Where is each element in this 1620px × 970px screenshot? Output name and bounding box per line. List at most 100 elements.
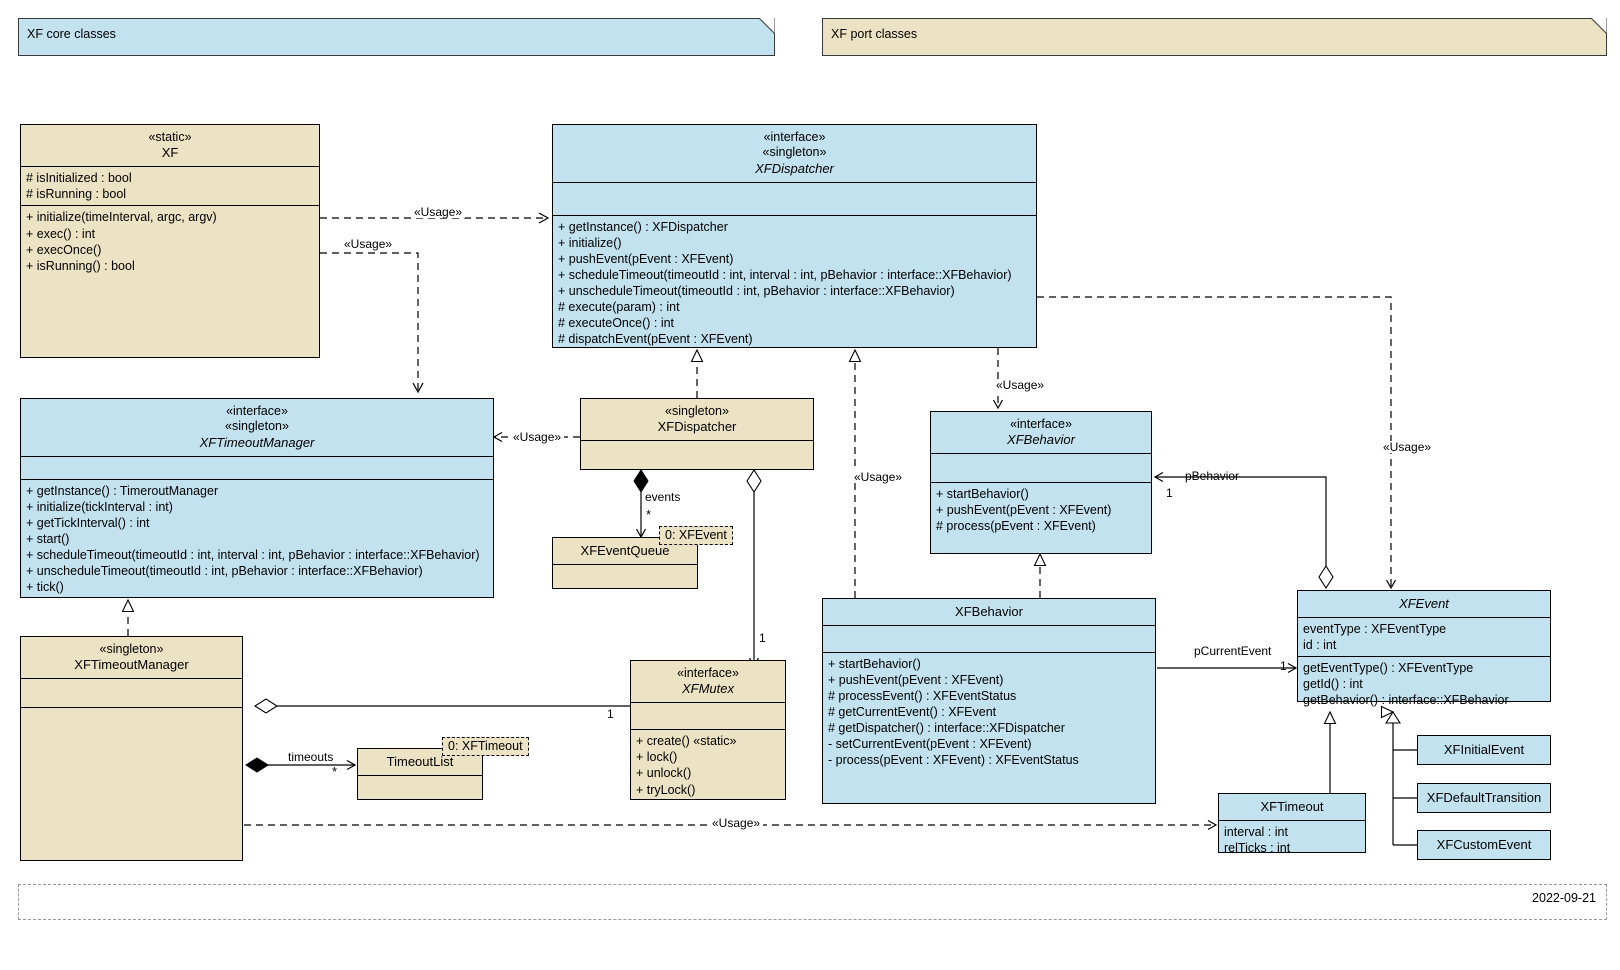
operation: - process(pEvent : XFEvent) : XFEventSta…	[828, 753, 1079, 768]
operation: getId() : int	[1303, 677, 1363, 692]
class-name: XFTimeout	[1260, 799, 1324, 814]
operation: # getCurrentEvent() : XFEvent	[828, 705, 997, 720]
operation: + unscheduleTimeout(timeoutId : int, pBe…	[26, 564, 423, 579]
class-xfcustomevent[interactable]: XFCustomEvent	[1417, 830, 1551, 860]
stereotype-singleton: «singleton»	[225, 419, 289, 434]
class-xfdispatcher-impl[interactable]: «singleton» XFDispatcher	[580, 398, 814, 470]
stereotype: «interface»	[1010, 417, 1072, 431]
class-header: XFEventQueue	[553, 538, 697, 564]
class-xftimeout[interactable]: XFTimeout interval : int relTicks : int	[1218, 793, 1366, 855]
operation: # processEvent() : XFEventStatus	[828, 689, 1017, 704]
class-xfdispatcher-interface[interactable]: «interface» «singleton» XFDispatcher + g…	[552, 124, 1037, 348]
stereotype: «interface»	[226, 404, 288, 418]
class-name: XFDefaultTransition	[1426, 790, 1542, 805]
operation: + startBehavior()	[936, 487, 1029, 502]
stereotype: «singleton»	[665, 404, 729, 418]
package-label-core: XF core classes	[27, 27, 116, 41]
operation: + getInstance() : XFDispatcher	[558, 219, 728, 234]
operation: + unscheduleTimeout(timeoutId : int, pBe…	[558, 283, 955, 298]
class-xfmutex-interface[interactable]: «interface» XFMutex + create() «static» …	[630, 660, 786, 800]
package-label-port: XF port classes	[831, 27, 918, 41]
role-label-events: events	[645, 490, 681, 504]
class-xf[interactable]: «static» XF # isInitialized : bool # isR…	[20, 124, 320, 358]
attribute-compartment: eventType : XFEventType id : int	[1298, 616, 1550, 656]
operation-compartment: + startBehavior() + pushEvent(pEvent : X…	[823, 651, 1155, 771]
class-xfbehavior-interface[interactable]: «interface» XFBehavior + startBehavior()…	[930, 411, 1152, 554]
class-header: XFBehavior	[823, 599, 1155, 625]
usage-label-dispatcher-event: «Usage»	[1380, 441, 1435, 453]
operation: + tick()	[26, 580, 64, 595]
usage-label-xf-timeoutmanager: «Usage»	[341, 238, 396, 250]
operation: # execute(param) : int	[558, 300, 680, 315]
class-xfbehavior-impl[interactable]: XFBehavior + startBehavior() + pushEvent…	[822, 598, 1156, 804]
operation-compartment: + getInstance() : XFDispatcher + initial…	[553, 214, 1036, 351]
operation: + start()	[26, 531, 70, 546]
attribute: id : int	[1303, 638, 1337, 653]
class-header: XFInitialEvent	[1418, 736, 1550, 763]
class-header: XFTimeout	[1219, 794, 1365, 820]
class-xfeventqueue[interactable]: XFEventQueue	[552, 537, 698, 589]
operation-compartment: + create() «static» + lock() + unlock() …	[631, 729, 785, 800]
class-name: XFDispatcher	[755, 160, 834, 176]
attribute-compartment	[21, 455, 493, 479]
role-label-pcurrentevent: pCurrentEvent	[1194, 644, 1272, 658]
operation: # dispatchEvent(pEvent : XFEvent)	[558, 332, 753, 347]
attribute: eventType : XFEventType	[1303, 621, 1447, 636]
operation: # process(pEvent : XFEvent)	[936, 519, 1096, 534]
attribute-compartment	[21, 678, 242, 707]
class-xftimeoutmanager-interface[interactable]: «interface» «singleton» XFTimeoutManager…	[20, 398, 494, 598]
operation: + lock()	[636, 750, 678, 765]
operation: # executeOnce() : int	[558, 316, 675, 331]
class-xftimeoutmanager-impl[interactable]: «singleton» XFTimeoutManager	[20, 636, 243, 861]
usage-label-dispatcher-behavior: «Usage»	[993, 379, 1048, 391]
class-name: XFCustomEvent	[1436, 837, 1532, 852]
usage-label-dispatcher-timeoutmanager: «Usage»	[510, 431, 565, 443]
class-header: XFEvent	[1298, 591, 1550, 617]
operation: + getTickInterval() : int	[26, 515, 150, 530]
class-xfinitialevent[interactable]: XFInitialEvent	[1417, 735, 1551, 765]
multiplicity-pcurrentevent: 1	[1280, 659, 1287, 673]
class-name: XF	[161, 145, 179, 161]
class-timeoutlist[interactable]: TimeoutList	[357, 748, 483, 800]
stereotype: «singleton»	[99, 642, 164, 656]
operation-compartment: + getInstance() : TimeroutManager + init…	[21, 478, 493, 598]
class-header: «interface» XFBehavior	[931, 412, 1151, 453]
class-name: TimeoutList	[386, 754, 454, 769]
operation: - setCurrentEvent(pEvent : XFEvent)	[828, 737, 1032, 752]
class-header: «interface» «singleton» XFDispatcher	[553, 125, 1036, 182]
operation: + initialize(timeInterval, argc, argv)	[26, 210, 217, 225]
class-xfevent[interactable]: XFEvent eventType : XFEventType id : int…	[1297, 590, 1551, 707]
multiplicity-events: *	[646, 507, 652, 522]
role-label-timeouts: timeouts	[288, 750, 334, 764]
usage-label-xf-dispatcher: «Usage»	[411, 206, 466, 218]
class-header: «singleton» XFTimeoutManager	[21, 637, 242, 678]
package-xf-port-classes: XF port classes	[822, 18, 1607, 56]
attribute-compartment	[931, 453, 1151, 482]
operation: + initialize(tickInterval : int)	[26, 499, 173, 514]
role-note-xftimeout: 0: XFTimeout	[442, 737, 529, 757]
operation: + pushEvent(pEvent : XFEvent)	[828, 673, 1004, 688]
class-header: XFDefaultTransition	[1418, 784, 1550, 811]
attribute-compartment	[358, 774, 482, 808]
operation: + pushEvent(pEvent : XFEvent)	[936, 503, 1112, 518]
diagram-datestamp-frame: 2022-09-21	[18, 884, 1607, 920]
attribute-compartment: interval : int relTicks : int	[1219, 819, 1365, 859]
class-xfdefaulttransition[interactable]: XFDefaultTransition	[1417, 783, 1551, 813]
attribute-compartment	[631, 702, 785, 729]
diagram-date: 2022-09-21	[1532, 891, 1596, 905]
attribute: relTicks : int	[1224, 841, 1291, 856]
class-name: XFBehavior	[1007, 432, 1075, 448]
multiplicity-mutex-left: 1	[607, 707, 614, 721]
page-fold-icon	[1591, 18, 1607, 34]
class-header: TimeoutList	[358, 749, 482, 775]
operation: # getDispatcher() : interface::XFDispatc…	[828, 721, 1065, 736]
operation: + scheduleTimeout(timeoutId : int, inter…	[26, 547, 480, 562]
attribute: # isRunning : bool	[26, 187, 127, 202]
operation: + pushEvent(pEvent : XFEvent)	[558, 251, 734, 266]
operation: + isRunning() : bool	[26, 258, 135, 273]
attribute-compartment: # isInitialized : bool # isRunning : boo…	[21, 166, 319, 205]
role-label-pbehavior: pBehavior	[1185, 469, 1240, 483]
attribute-compartment	[553, 181, 1036, 215]
operation: getBehavior() : interface::XFBehavior	[1303, 693, 1509, 708]
multiplicity-pbehavior: 1	[1166, 486, 1173, 500]
